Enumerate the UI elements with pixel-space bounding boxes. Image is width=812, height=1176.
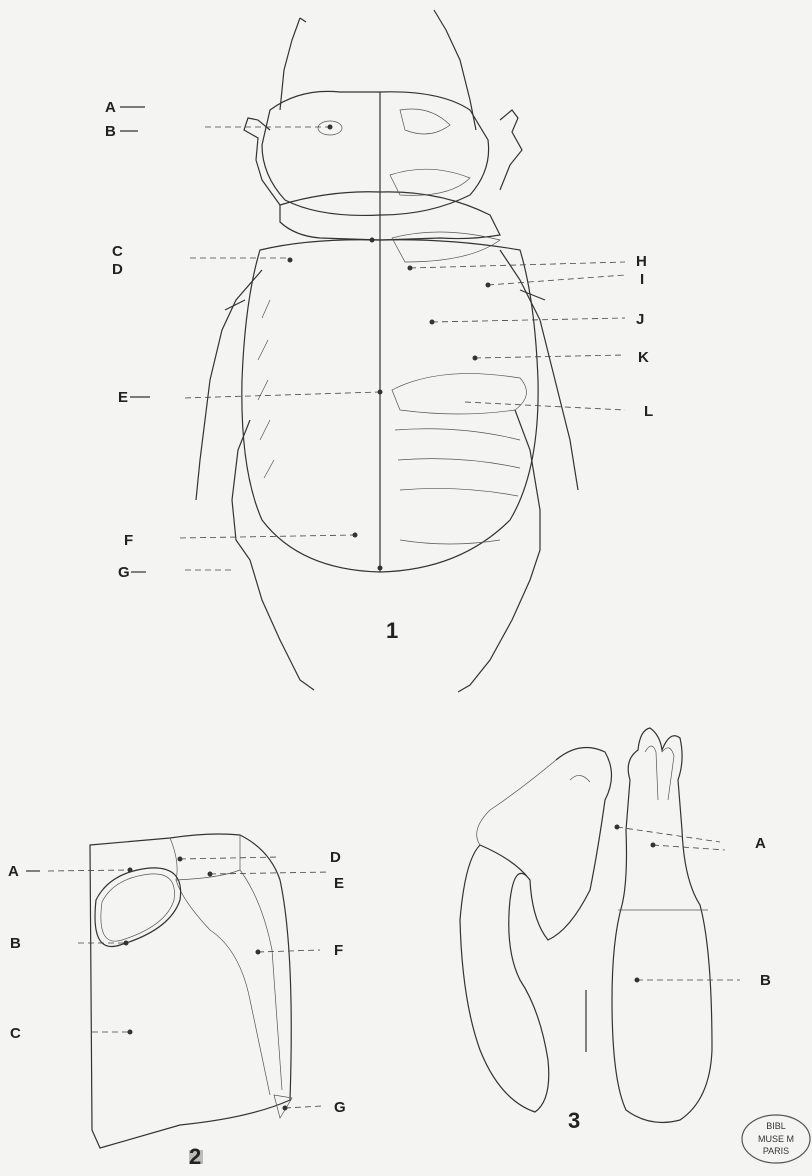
fig2-label-e: E [334,875,344,892]
fig1-label-k: K [638,349,649,366]
fig1-label-c: C [112,243,123,260]
fig1-label-i: I [640,271,644,288]
fig3-label-a: A [755,835,766,852]
fig2-label-g: G [334,1099,346,1116]
fig2-label-d: D [330,849,341,866]
figure-2-number: 2 [189,1144,201,1169]
figure-2-section: A B C D E F G 2 [8,834,346,1169]
fig1-label-g: G [118,564,130,581]
fig3-label-b: B [760,972,771,989]
fig1-label-h: H [636,253,647,270]
figure-1-number: 1 [386,618,398,643]
fig1-label-f: F [124,532,133,549]
fig1-label-d: D [112,261,123,278]
stamp-line-3: PARIS [763,1146,789,1156]
fig2-label-f: F [334,942,343,959]
figure-1-beetle: A B C D E F G H I J K L 1 [105,10,653,692]
fig1-label-e: E [118,389,128,406]
fig1-label-l: L [644,403,653,420]
fig1-label-a: A [105,99,116,116]
figure-3-number: 3 [568,1108,580,1133]
stamp-line-2: MUSE M [758,1134,794,1144]
fig2-label-b: B [10,935,21,952]
fig1-label-b: B [105,123,116,140]
fig1-label-j: J [636,311,644,328]
fig2-label-c: C [10,1025,21,1042]
stamp-line-1: BIBL [766,1121,786,1131]
figure-3-organ: A B 3 [460,728,771,1133]
library-stamp: BIBL MUSE M PARIS [742,1115,810,1163]
fig2-label-a: A [8,863,19,880]
